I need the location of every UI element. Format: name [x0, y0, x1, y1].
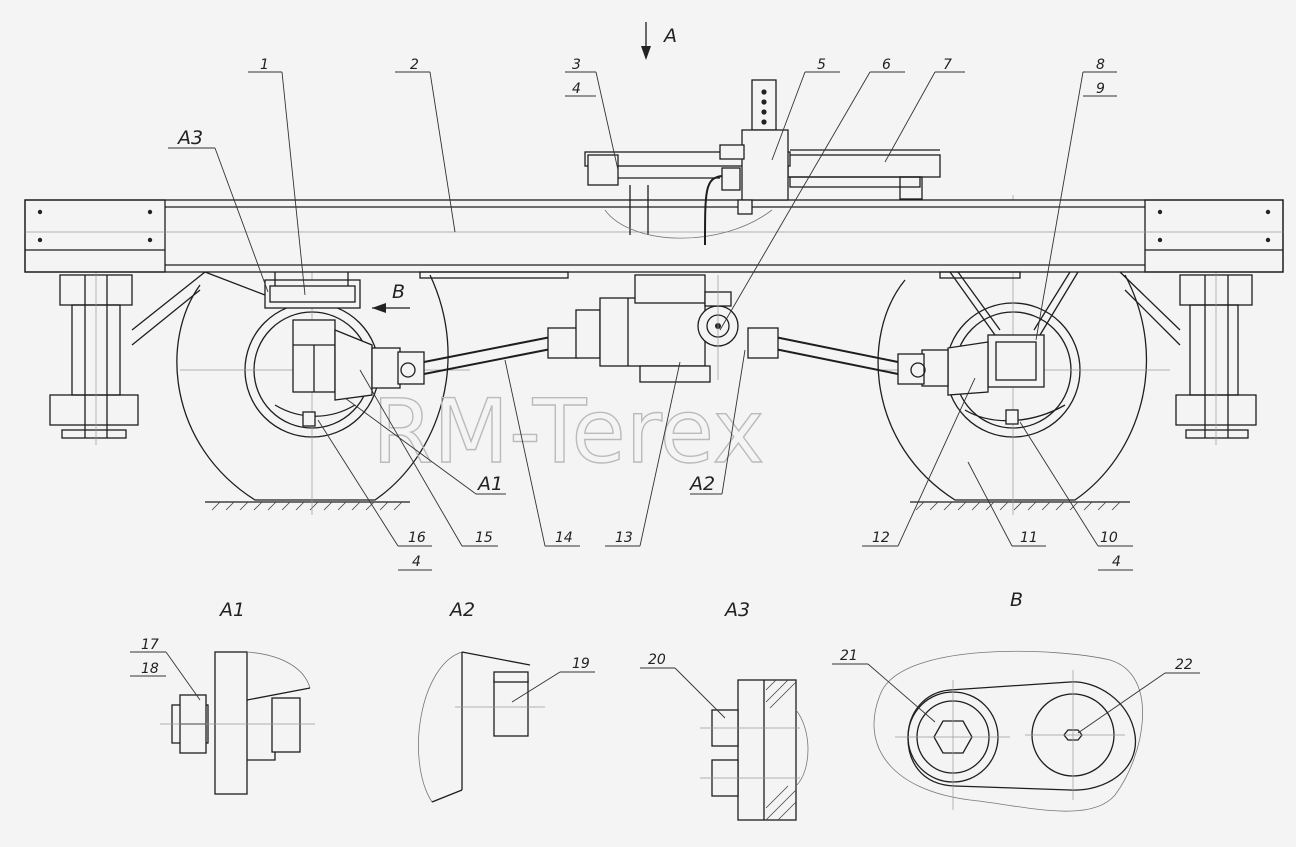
- view-arrow-b: B: [372, 281, 410, 313]
- detail-a3: A3 20: [640, 599, 809, 821]
- underframe-strip-right: [939, 271, 1021, 279]
- callout-14: 14: [555, 530, 573, 546]
- callout-4-left: 4: [412, 554, 421, 570]
- left-drive-shaft: [423, 309, 601, 375]
- left-axle-bracket: [204, 271, 373, 427]
- view-arrow-a: A: [641, 22, 677, 60]
- callout-9: 9: [1096, 81, 1105, 97]
- callout-19: 19: [572, 656, 590, 672]
- callout-12: 12: [872, 530, 890, 546]
- detail-a2: A2 19: [418, 599, 595, 803]
- callout-20: 20: [648, 652, 666, 668]
- callout-16: 16: [408, 530, 426, 546]
- callout-a3: A3: [176, 127, 203, 149]
- ground-right: [910, 501, 1130, 511]
- callout-7: 7: [943, 57, 952, 73]
- callout-4-right: 4: [1112, 554, 1121, 570]
- ground-left: [205, 501, 410, 511]
- detail-b-title: B: [1010, 589, 1023, 611]
- view-label-b: B: [392, 281, 405, 303]
- leaders-bottom: [317, 349, 1133, 571]
- vertical-post: [704, 79, 789, 246]
- callout-1: 1: [260, 57, 269, 73]
- callout-21: 21: [840, 648, 858, 664]
- callout-18: 18: [141, 661, 159, 677]
- callout-a2: A2: [688, 473, 715, 495]
- right-axle-bracket: [947, 271, 1079, 425]
- watermark-text: RM-Terex: [372, 380, 765, 483]
- callout-10: 10: [1100, 530, 1118, 546]
- callout-15: 15: [475, 530, 493, 546]
- left-caster: [49, 255, 206, 445]
- view-label-a: A: [662, 25, 677, 47]
- left-joint-connector: [371, 347, 425, 389]
- detail-a3-title: A3: [723, 599, 750, 621]
- callout-3: 3: [572, 57, 581, 73]
- detail-b: B 21 22: [832, 589, 1200, 812]
- top-panel: [787, 149, 941, 200]
- detail-a1-title: A1: [218, 599, 245, 621]
- callout-6: 6: [882, 57, 891, 73]
- callout-2: 2: [410, 57, 419, 73]
- callout-22: 22: [1175, 657, 1193, 673]
- callout-numbers: 1 2 3 4 5 6 7 8 9 10 4 11 12 13 14 15 16…: [176, 57, 1121, 570]
- leaders-top: [168, 71, 1117, 341]
- callout-11: 11: [1020, 530, 1038, 546]
- central-gearbox: [599, 274, 739, 383]
- right-joint-connector: [897, 349, 949, 387]
- detail-a1: A1 17 18: [130, 599, 315, 795]
- callout-13: 13: [615, 530, 633, 546]
- callout-5: 5: [817, 57, 826, 73]
- callout-8: 8: [1096, 57, 1105, 73]
- callout-4-top: 4: [572, 81, 581, 97]
- frame-bolts: [37, 209, 1271, 243]
- callout-a1: A1: [476, 473, 503, 495]
- callout-17: 17: [141, 637, 159, 653]
- right-caster: [1119, 255, 1257, 445]
- detail-a2-title: A2: [448, 599, 475, 621]
- right-drive-shaft: [747, 327, 899, 375]
- underframe-strip-left: [419, 271, 569, 279]
